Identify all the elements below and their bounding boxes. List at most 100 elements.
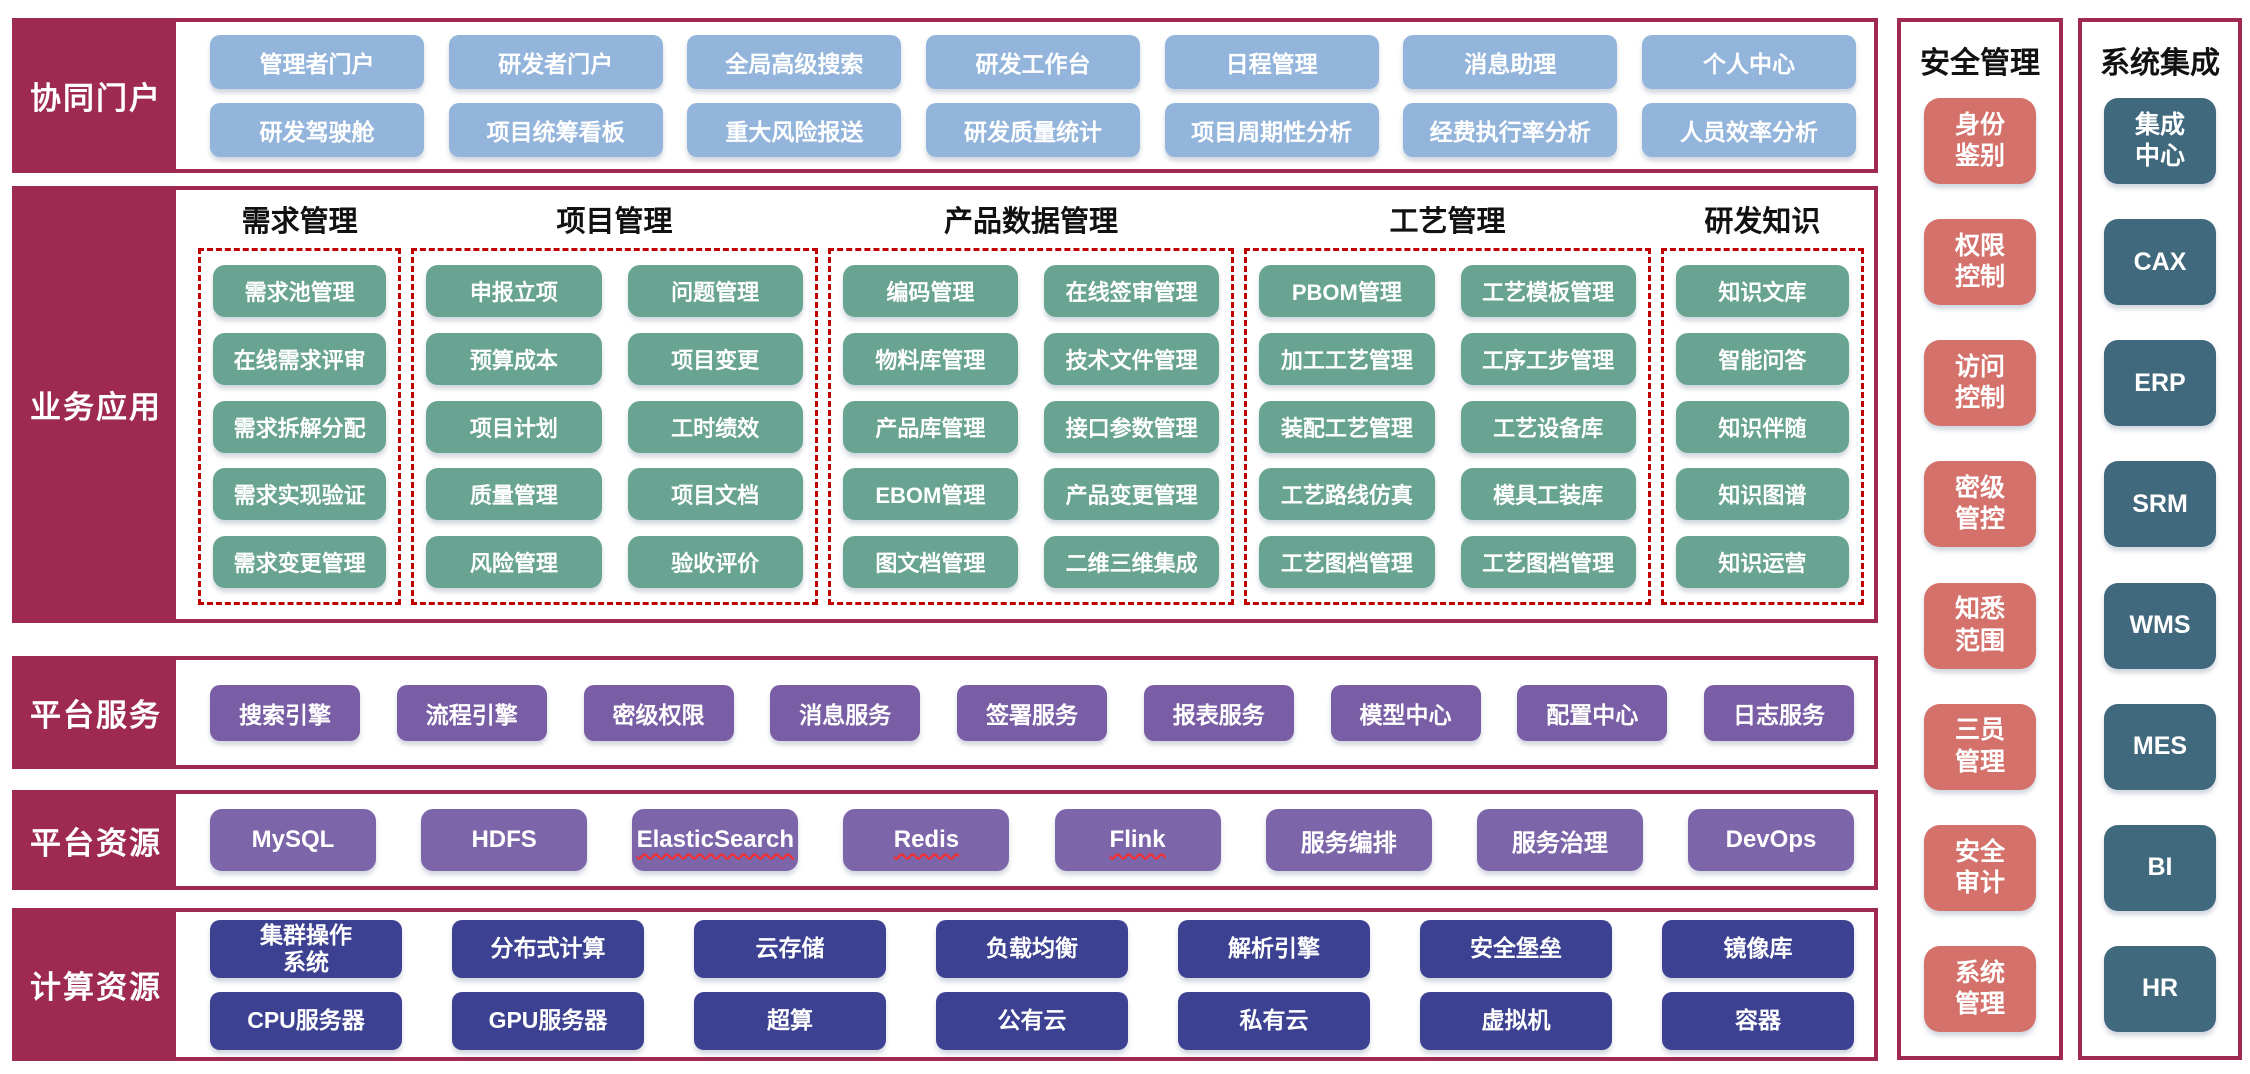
compute-button[interactable]: 虚拟机 bbox=[1420, 991, 1612, 1050]
business-button[interactable]: 风险管理 bbox=[426, 536, 602, 588]
security-item[interactable]: 知悉 范围 bbox=[1924, 582, 2036, 669]
integration-item[interactable]: CAX bbox=[2104, 219, 2216, 306]
business-button[interactable]: 在线需求评审 bbox=[213, 332, 387, 385]
portal-button[interactable]: 研发驾驶舱 bbox=[210, 102, 424, 157]
security-item[interactable]: 访问 控制 bbox=[1924, 340, 2036, 427]
portal-button[interactable]: 项目周期性分析 bbox=[1164, 102, 1379, 157]
service-button[interactable]: 配置中心 bbox=[1517, 684, 1668, 741]
service-button[interactable]: 消息服务 bbox=[770, 684, 921, 741]
business-button[interactable]: EBOM管理 bbox=[842, 468, 1018, 521]
service-button[interactable]: 签署服务 bbox=[957, 684, 1107, 741]
integration-item[interactable]: WMS bbox=[2104, 582, 2216, 669]
portal-button[interactable]: 日程管理 bbox=[1164, 34, 1379, 89]
business-button[interactable]: 工艺设备库 bbox=[1460, 400, 1636, 453]
compute-button[interactable]: 私有云 bbox=[1178, 991, 1370, 1050]
compute-button[interactable]: 公有云 bbox=[936, 991, 1128, 1050]
business-button[interactable]: 物料库管理 bbox=[842, 332, 1018, 385]
resource-button[interactable]: 服务治理 bbox=[1476, 809, 1643, 871]
business-button[interactable]: 需求池管理 bbox=[213, 265, 387, 317]
portal-button[interactable]: 人员效率分析 bbox=[1641, 102, 1856, 157]
portal-button[interactable]: 项目统筹看板 bbox=[448, 102, 663, 157]
business-button[interactable]: 项目计划 bbox=[426, 400, 602, 453]
resource-button[interactable]: Flink bbox=[1054, 809, 1221, 871]
portal-button[interactable]: 消息助理 bbox=[1403, 34, 1618, 89]
business-button[interactable]: 图文档管理 bbox=[842, 536, 1018, 588]
resource-button[interactable]: 服务编排 bbox=[1265, 809, 1432, 871]
business-button[interactable]: 工序工步管理 bbox=[1460, 332, 1636, 385]
compute-button[interactable]: GPU服务器 bbox=[452, 991, 644, 1050]
compute-button[interactable]: 容器 bbox=[1662, 991, 1854, 1050]
integration-item[interactable]: MES bbox=[2104, 703, 2216, 790]
business-button[interactable]: 知识文库 bbox=[1675, 265, 1849, 317]
business-button[interactable]: 验收评价 bbox=[627, 536, 803, 588]
business-button[interactable]: 预算成本 bbox=[426, 332, 602, 385]
portal-button[interactable]: 研发质量统计 bbox=[925, 102, 1140, 157]
business-button[interactable]: 需求拆解分配 bbox=[213, 400, 387, 453]
portal-button[interactable]: 管理者门户 bbox=[210, 34, 424, 89]
compute-button[interactable]: 分布式计算 bbox=[452, 919, 644, 978]
business-button[interactable]: 装配工艺管理 bbox=[1259, 400, 1435, 453]
resource-button[interactable]: HDFS bbox=[421, 809, 588, 871]
business-button[interactable]: 在线签审管理 bbox=[1044, 265, 1220, 317]
business-button[interactable]: 工时绩效 bbox=[627, 400, 803, 453]
portal-button[interactable]: 研发者门户 bbox=[448, 34, 663, 89]
integration-item[interactable]: HR bbox=[2104, 945, 2216, 1032]
compute-button[interactable]: CPU服务器 bbox=[210, 991, 402, 1050]
portal-button[interactable]: 重大风险报送 bbox=[687, 102, 902, 157]
business-button[interactable]: 技术文件管理 bbox=[1044, 332, 1220, 385]
integration-item[interactable]: SRM bbox=[2104, 461, 2216, 548]
business-button[interactable]: 知识伴随 bbox=[1675, 400, 1849, 453]
compute-button[interactable]: 安全堡垒 bbox=[1420, 919, 1612, 978]
business-button[interactable]: PBOM管理 bbox=[1259, 265, 1435, 317]
service-button[interactable]: 模型中心 bbox=[1330, 684, 1481, 741]
security-item[interactable]: 系统 管理 bbox=[1924, 945, 2036, 1032]
portal-button[interactable]: 研发工作台 bbox=[925, 34, 1140, 89]
resource-button[interactable]: Redis bbox=[843, 809, 1010, 871]
business-button[interactable]: 产品变更管理 bbox=[1044, 468, 1220, 521]
business-button[interactable]: 质量管理 bbox=[426, 468, 602, 521]
resource-button[interactable]: MySQL bbox=[210, 809, 376, 871]
business-button[interactable]: 知识图谱 bbox=[1675, 468, 1849, 521]
business-button[interactable]: 工艺模板管理 bbox=[1460, 265, 1636, 317]
business-button[interactable]: 产品库管理 bbox=[842, 400, 1018, 453]
compute-button[interactable]: 负载均衡 bbox=[936, 919, 1128, 978]
security-item[interactable]: 安全 审计 bbox=[1924, 824, 2036, 911]
business-button[interactable]: 项目文档 bbox=[627, 468, 803, 521]
resource-button[interactable]: DevOps bbox=[1687, 809, 1854, 871]
portal-button[interactable]: 全局高级搜索 bbox=[687, 34, 902, 89]
compute-button[interactable]: 解析引擎 bbox=[1178, 919, 1370, 978]
business-button[interactable]: 接口参数管理 bbox=[1044, 400, 1220, 453]
security-item[interactable]: 身份 鉴别 bbox=[1924, 98, 2036, 184]
integration-item[interactable]: 集成 中心 bbox=[2104, 98, 2216, 184]
business-button[interactable]: 编码管理 bbox=[842, 265, 1018, 317]
business-button[interactable]: 二维三维集成 bbox=[1044, 536, 1220, 588]
business-button[interactable]: 工艺图档管理 bbox=[1259, 536, 1435, 588]
security-item[interactable]: 三员 管理 bbox=[1924, 703, 2036, 790]
business-button[interactable]: 需求实现验证 bbox=[213, 468, 387, 521]
security-item[interactable]: 权限 控制 bbox=[1924, 219, 2036, 306]
business-button[interactable]: 知识运营 bbox=[1675, 536, 1849, 588]
security-item[interactable]: 密级 管控 bbox=[1924, 461, 2036, 548]
compute-button[interactable]: 集群操作 系统 bbox=[210, 919, 402, 978]
business-button[interactable]: 项目变更 bbox=[627, 332, 803, 385]
integration-item[interactable]: ERP bbox=[2104, 340, 2216, 427]
business-button[interactable]: 模具工装库 bbox=[1460, 468, 1636, 521]
business-button[interactable]: 工艺路线仿真 bbox=[1259, 468, 1435, 521]
resource-button[interactable]: ElasticSearch bbox=[632, 809, 799, 871]
portal-button[interactable]: 个人中心 bbox=[1641, 34, 1856, 89]
compute-button[interactable]: 云存储 bbox=[694, 919, 886, 978]
service-button[interactable]: 报表服务 bbox=[1143, 684, 1294, 741]
service-button[interactable]: 密级权限 bbox=[583, 684, 734, 741]
portal-button[interactable]: 经费执行率分析 bbox=[1403, 102, 1618, 157]
compute-button[interactable]: 超算 bbox=[694, 991, 886, 1050]
business-button[interactable]: 加工工艺管理 bbox=[1259, 332, 1435, 385]
service-button[interactable]: 流程引擎 bbox=[396, 684, 547, 741]
business-button[interactable]: 智能问答 bbox=[1675, 332, 1849, 385]
service-button[interactable]: 搜索引擎 bbox=[210, 684, 360, 741]
compute-button[interactable]: 镜像库 bbox=[1662, 919, 1854, 978]
service-button[interactable]: 日志服务 bbox=[1704, 684, 1854, 741]
business-button[interactable]: 工艺图档管理 bbox=[1460, 536, 1636, 588]
business-button[interactable]: 问题管理 bbox=[627, 265, 803, 317]
business-button[interactable]: 申报立项 bbox=[426, 265, 602, 317]
business-button[interactable]: 需求变更管理 bbox=[213, 536, 387, 588]
